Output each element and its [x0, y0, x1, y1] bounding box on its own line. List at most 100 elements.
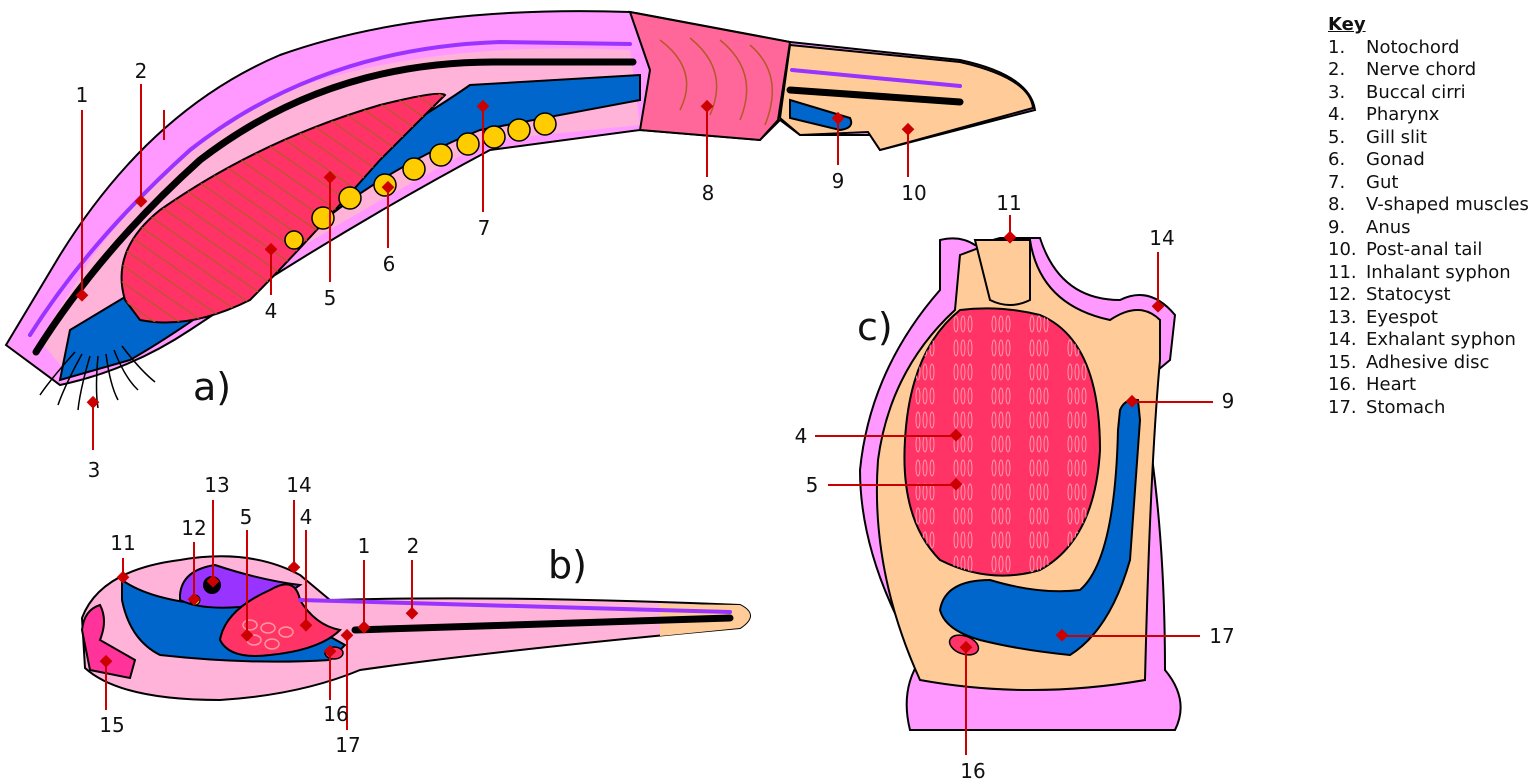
- label-b-2: 2: [407, 534, 420, 558]
- panel-label-a: a): [193, 365, 231, 409]
- labels-a: 1 2 3 4 5 6 7 8 9 10: [76, 59, 927, 482]
- label-a-6: 6: [383, 252, 396, 276]
- label-a-10: 10: [901, 181, 926, 205]
- key-item-number: 11.: [1328, 261, 1357, 283]
- b-nerve-cord: [298, 598, 732, 614]
- a-buccal-cirri: [39, 345, 156, 411]
- label-a-2: 2: [135, 59, 148, 83]
- key-item-text: Gill slit: [1366, 126, 1428, 148]
- key-item: 11. Inhalant syphon: [1328, 262, 1529, 285]
- key-item: 15. Adhesive disc: [1328, 352, 1529, 375]
- key-item-number: 8.: [1328, 194, 1346, 215]
- key-item-text: Heart: [1366, 374, 1417, 395]
- key-item: 10. Post-anal tail: [1328, 239, 1529, 262]
- label-b-14: 14: [286, 473, 311, 497]
- key-item-text: Notochord: [1366, 36, 1460, 58]
- label-c-16: 16: [960, 759, 985, 780]
- key-item-number: 16.: [1328, 374, 1357, 395]
- key-item-text: Nerve chord: [1366, 59, 1477, 80]
- key-item: 6. Gonad: [1328, 149, 1529, 172]
- key-item-text: Eyespot: [1366, 306, 1438, 328]
- key-item-number: 14.: [1328, 329, 1357, 350]
- organism-a: [4, 10, 1037, 411]
- key-item: 14. Exhalant syphon: [1328, 329, 1529, 352]
- key-item: 5. Gill slit: [1328, 127, 1529, 150]
- key-item-number: 6.: [1328, 149, 1346, 170]
- label-b-12: 12: [181, 516, 206, 540]
- key-item-text: Stomach: [1366, 396, 1446, 418]
- key-item: 1. Notochord: [1328, 37, 1529, 60]
- label-a-8: 8: [702, 181, 715, 205]
- label-b-5: 5: [240, 505, 253, 529]
- a-pharynx-stripes: [121, 93, 446, 323]
- key-item-number: 5.: [1328, 126, 1346, 148]
- key-item: 8. V-shaped muscles: [1328, 194, 1529, 217]
- key-item-number: 15.: [1328, 351, 1357, 373]
- label-a-3: 3: [88, 458, 101, 482]
- panel-label-b: b): [548, 543, 587, 587]
- key-item: 12. Statocyst: [1328, 284, 1529, 307]
- b-notochord: [351, 614, 734, 634]
- key-item-text: Buccal cirri: [1366, 81, 1466, 103]
- key-item-number: 17.: [1328, 396, 1357, 418]
- leader-lines: [75, 84, 1213, 755]
- key-item-text: Adhesive disc: [1366, 351, 1490, 373]
- c-gill-slits: [904, 308, 1100, 576]
- key-item: 7. Gut: [1328, 172, 1529, 195]
- key-item: 4.Pharynx: [1328, 104, 1529, 127]
- label-b-16: 16: [323, 702, 348, 726]
- key-item-text: V-shaped muscles: [1366, 194, 1529, 215]
- labels-b: 11 12 13 5 14 4 1 2 15 16 17: [99, 473, 419, 757]
- a-muscle-chevrons: [659, 37, 773, 126]
- b-adhesive: [80, 603, 137, 680]
- key-item-number: 2.: [1328, 59, 1346, 80]
- panel-label-c: c): [857, 305, 893, 349]
- key-item-text: Gut: [1366, 171, 1399, 193]
- c-gut: [938, 398, 1142, 657]
- key-item-text: Inhalant syphon: [1366, 261, 1511, 283]
- key-item-number: 10.: [1328, 239, 1357, 260]
- key-item: 16. Heart: [1328, 374, 1529, 397]
- key-item-text: Anus: [1366, 216, 1411, 238]
- key-item-text: Statocyst: [1366, 284, 1451, 305]
- a-nerve-cord: [28, 39, 962, 337]
- key-item-text: Exhalant syphon: [1366, 329, 1516, 350]
- label-a-9: 9: [832, 169, 845, 193]
- key-item-text: Gonad: [1366, 149, 1425, 170]
- label-a-1: 1: [76, 83, 89, 107]
- key-item-number: 3.: [1328, 81, 1346, 103]
- key-item-text: Post-anal tail: [1366, 239, 1483, 260]
- label-a-5: 5: [324, 286, 337, 310]
- organism-b: [80, 555, 751, 702]
- key-item: 9. Anus: [1328, 217, 1529, 240]
- label-c-4: 4: [795, 424, 808, 448]
- label-a-7: 7: [478, 216, 491, 240]
- key-legend: Key 1. Notochord 2. Nerve chord 3. Buccal cir…: [1328, 14, 1529, 419]
- label-c-17: 17: [1209, 624, 1234, 648]
- key-item: 3. Buccal cirri: [1328, 82, 1529, 105]
- key-item-number: 9.: [1328, 216, 1346, 238]
- labels-c: 11 14 9 4 5 17 16: [795, 191, 1235, 780]
- label-b-15: 15: [99, 713, 124, 737]
- label-c-9: 9: [1222, 389, 1235, 413]
- key-item-number: 13.: [1328, 306, 1357, 328]
- key-item: 13. Eyespot: [1328, 307, 1529, 330]
- label-b-1: 1: [358, 534, 371, 558]
- label-c-5: 5: [806, 473, 819, 497]
- key-item: 2. Nerve chord: [1328, 59, 1529, 82]
- a-muscle-block: [628, 10, 792, 142]
- key-item-number: 4.: [1328, 104, 1346, 125]
- key-item-number: 7.: [1328, 171, 1346, 193]
- key-item: 17. Stomach: [1328, 397, 1529, 420]
- key-title: Key: [1328, 14, 1366, 35]
- key-item-number: 12.: [1328, 284, 1357, 305]
- label-c-14: 14: [1149, 226, 1174, 250]
- key-item-number: 1.: [1328, 36, 1346, 58]
- organism-c: [858, 237, 1182, 731]
- a-notochord: [32, 58, 964, 356]
- label-b-11: 11: [110, 531, 135, 555]
- label-b-4: 4: [300, 505, 313, 529]
